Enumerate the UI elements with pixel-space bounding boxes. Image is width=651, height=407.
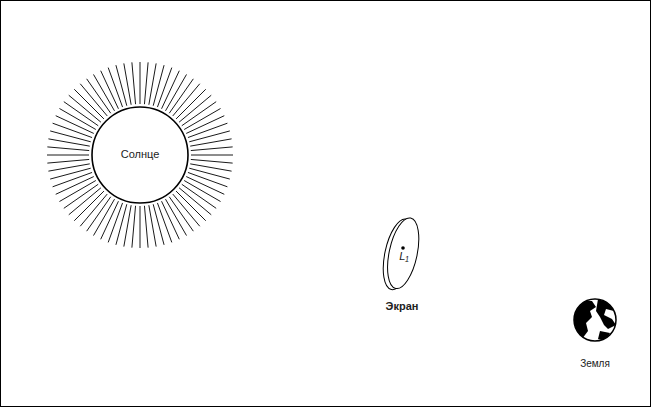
sun-label: Солнце [45,148,235,160]
earth-label: Земля [560,358,630,369]
screen-label: Экран [370,300,434,312]
screen-node: L₁ Экран [370,210,434,320]
lagrange-point-label: L₁ [372,250,436,262]
earth-node: Земля [560,295,630,375]
sun-circle: Солнце [45,60,235,250]
